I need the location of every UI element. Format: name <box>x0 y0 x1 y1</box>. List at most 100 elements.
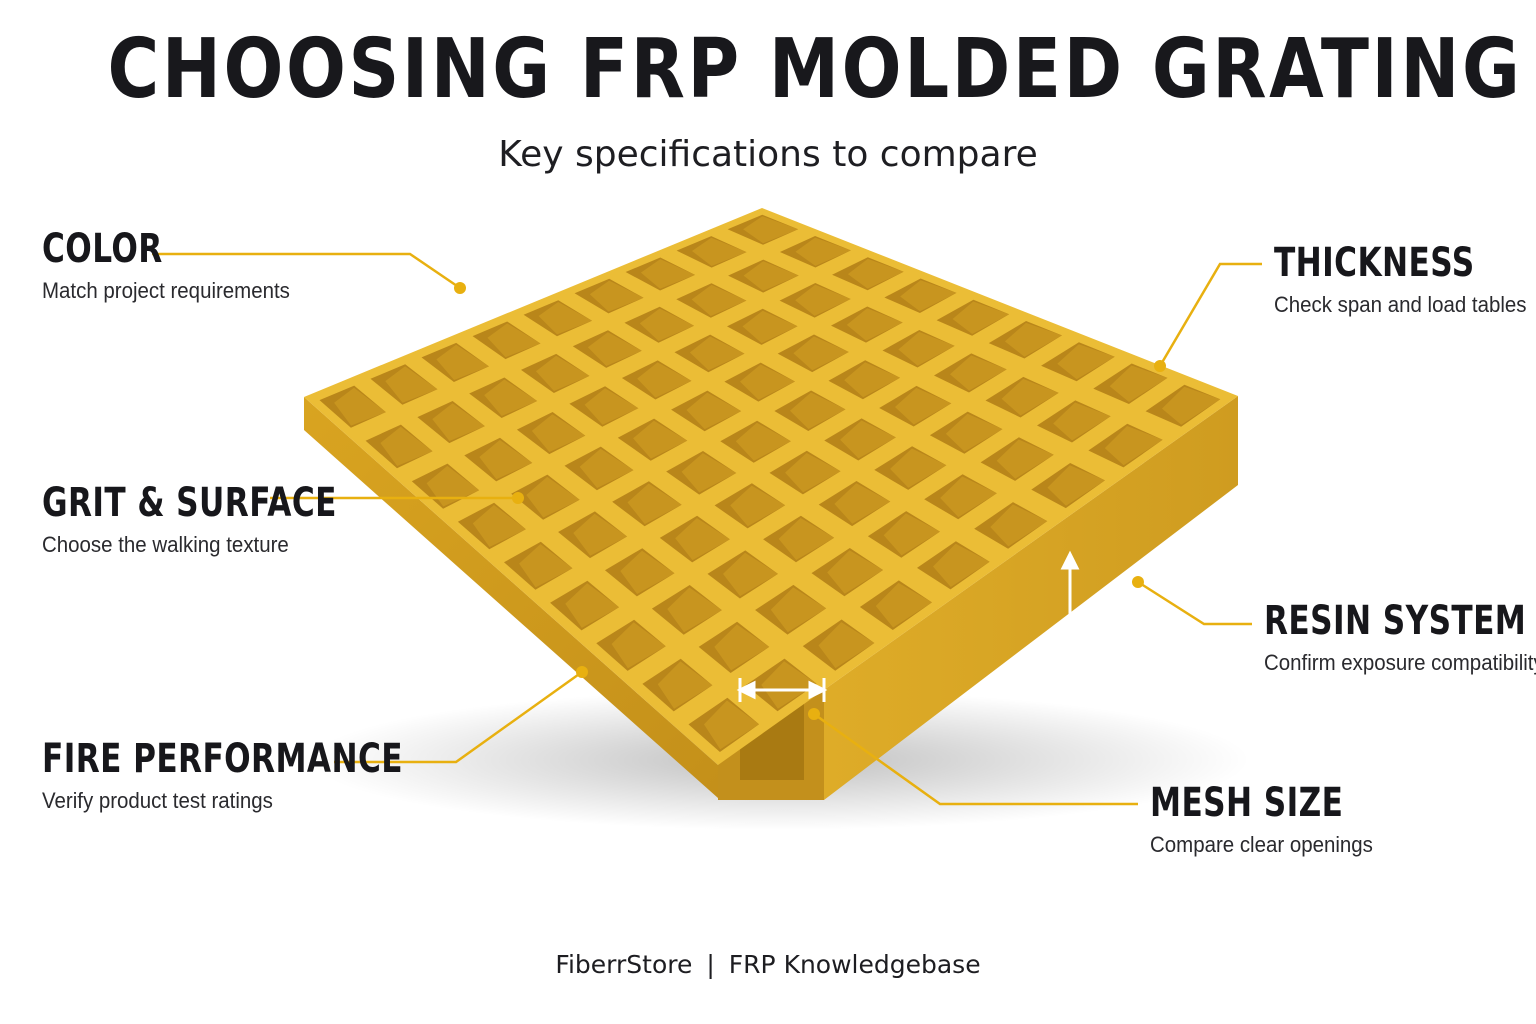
grating-opening-wall <box>633 420 688 459</box>
grating-openings <box>319 214 1221 752</box>
grating-opening-wall <box>740 364 795 400</box>
grating-opening-wall <box>589 280 644 312</box>
thickness-leader-dot <box>1154 360 1166 372</box>
grating-opening-wall <box>900 280 957 312</box>
callout-color: COLOR Match project requirements <box>42 226 309 304</box>
grating-opening-wall <box>875 582 932 628</box>
color-leader-line <box>152 252 461 290</box>
thickness-description: Check span and load tables <box>1274 292 1527 317</box>
grating-opening-wall <box>818 622 875 669</box>
grit-heading: GRIT & SURFACE <box>42 480 337 526</box>
grating-opening-wall <box>742 310 798 344</box>
thickness-leader-line <box>1158 262 1262 367</box>
callout-grit-surface: GRIT & SURFACE Choose the walking textur… <box>42 480 420 558</box>
grating-opening-wall <box>785 453 841 493</box>
grating-opening-wall <box>1004 322 1062 357</box>
grating-opening-wall <box>770 587 827 633</box>
footer-separator: | <box>706 950 715 979</box>
grating-opening-wall <box>834 483 891 524</box>
grating-opening-wall <box>538 302 593 335</box>
fire-leader-line <box>334 670 583 764</box>
grating-opening-wall <box>778 518 835 560</box>
callout-thickness: THICKNESS Check span and load tables <box>1274 240 1536 318</box>
grating-opening-wall <box>735 422 791 461</box>
callout-fire-performance: FIRE PERFORMANCE Verify product test rat… <box>42 736 505 814</box>
grating-opening-wall <box>531 414 586 452</box>
fire-description: Verify product test ratings <box>42 788 273 813</box>
grating-opening-wall <box>952 301 1010 334</box>
grating-opening-wall <box>1053 402 1111 441</box>
grating-opening-wall <box>990 504 1048 547</box>
grating-opening-wall <box>519 544 573 588</box>
grating-right-face <box>718 396 1238 800</box>
grating-opening-wall <box>1162 386 1221 425</box>
grating-opening-wall <box>940 476 997 518</box>
page-subtitle: Key specifications to compare <box>498 134 1038 175</box>
grating-opening-wall <box>714 624 770 671</box>
grating-opening-wall <box>686 392 742 430</box>
grating-opening-wall <box>847 258 904 289</box>
grating-opening-wall <box>890 448 947 488</box>
grating-opening-wall <box>844 362 901 398</box>
grating-opening-wall <box>883 513 940 556</box>
grating-opening-wall <box>689 336 745 371</box>
grating-opening-wall <box>996 439 1054 479</box>
mesh-leader-dot <box>808 708 820 720</box>
grating-opening-wall <box>637 362 692 398</box>
grating-opening-wall <box>565 583 620 628</box>
grit-description: Choose the walking texture <box>42 532 289 557</box>
footer-brand: FiberrStore <box>555 950 693 979</box>
grating-opening-wall <box>675 518 730 561</box>
footer: FiberrStore|FRP Knowledgebase <box>0 950 1536 979</box>
grating-opening-wall <box>639 308 695 341</box>
grating-opening-wall <box>704 700 760 750</box>
grating-opening-wall <box>611 622 666 669</box>
grating-opening-wall <box>827 550 884 594</box>
grating-opening-wall <box>579 448 634 488</box>
grating-opening-wall <box>436 344 489 380</box>
color-leader-dot <box>454 282 466 294</box>
grating-opening-wall <box>536 355 590 391</box>
grating-opening-wall <box>846 308 903 341</box>
mesh-description: Compare clear openings <box>1150 832 1373 857</box>
grating-opening-wall <box>526 476 580 518</box>
resin-leader-dot <box>1132 576 1144 588</box>
grating-opening-wall <box>484 379 538 416</box>
callout-mesh-size: MESH SIZE Compare clear openings <box>1150 780 1398 858</box>
resin-description: Confirm exposure compatibility <box>1264 650 1536 675</box>
grating-opening-wall <box>895 387 952 425</box>
grating-opening-wall <box>945 413 1003 452</box>
grating-opening-wall <box>573 513 628 556</box>
grating-opening-wall <box>761 661 817 709</box>
grating-opening-wall <box>432 403 485 441</box>
grating-opening-wall <box>1047 465 1105 506</box>
grating-opening-wall <box>487 323 541 358</box>
fire-heading: FIRE PERFORMANCE <box>42 736 403 782</box>
callout-resin-system: RESIN SYSTEM Confirm exposure compatibil… <box>1264 598 1536 676</box>
grating-opening-wall <box>790 392 846 429</box>
grating-opening-wall <box>743 216 799 244</box>
thickness-arrow <box>1060 550 1080 648</box>
grating-opening-wall <box>334 387 386 426</box>
grating-opening-wall <box>479 440 533 480</box>
color-heading: COLOR <box>42 226 163 272</box>
mesh-leader-line <box>813 712 1138 806</box>
grit-leader-dot <box>512 492 524 504</box>
grating-opening-wall <box>950 355 1007 391</box>
mesh-width-arrow <box>736 678 828 702</box>
grating-opening-wall <box>380 426 433 466</box>
grating-opening-wall <box>1001 378 1059 416</box>
thickness-heading: THICKNESS <box>1274 240 1475 286</box>
grating-opening-wall <box>730 485 786 527</box>
grating-opening-wall <box>681 453 737 493</box>
grating-opening-wall <box>1057 344 1115 380</box>
grating-opening-wall <box>795 284 851 316</box>
grating-opening-wall <box>933 543 990 587</box>
grating-opening-wall <box>692 237 747 266</box>
grating-opening-wall <box>1109 365 1168 402</box>
grating-opening-wall <box>640 259 696 289</box>
grating-opening-wall <box>587 332 642 366</box>
color-description: Match project requirements <box>42 278 290 303</box>
grating-opening-wall <box>795 237 851 266</box>
grating-opening-wall <box>620 550 675 594</box>
